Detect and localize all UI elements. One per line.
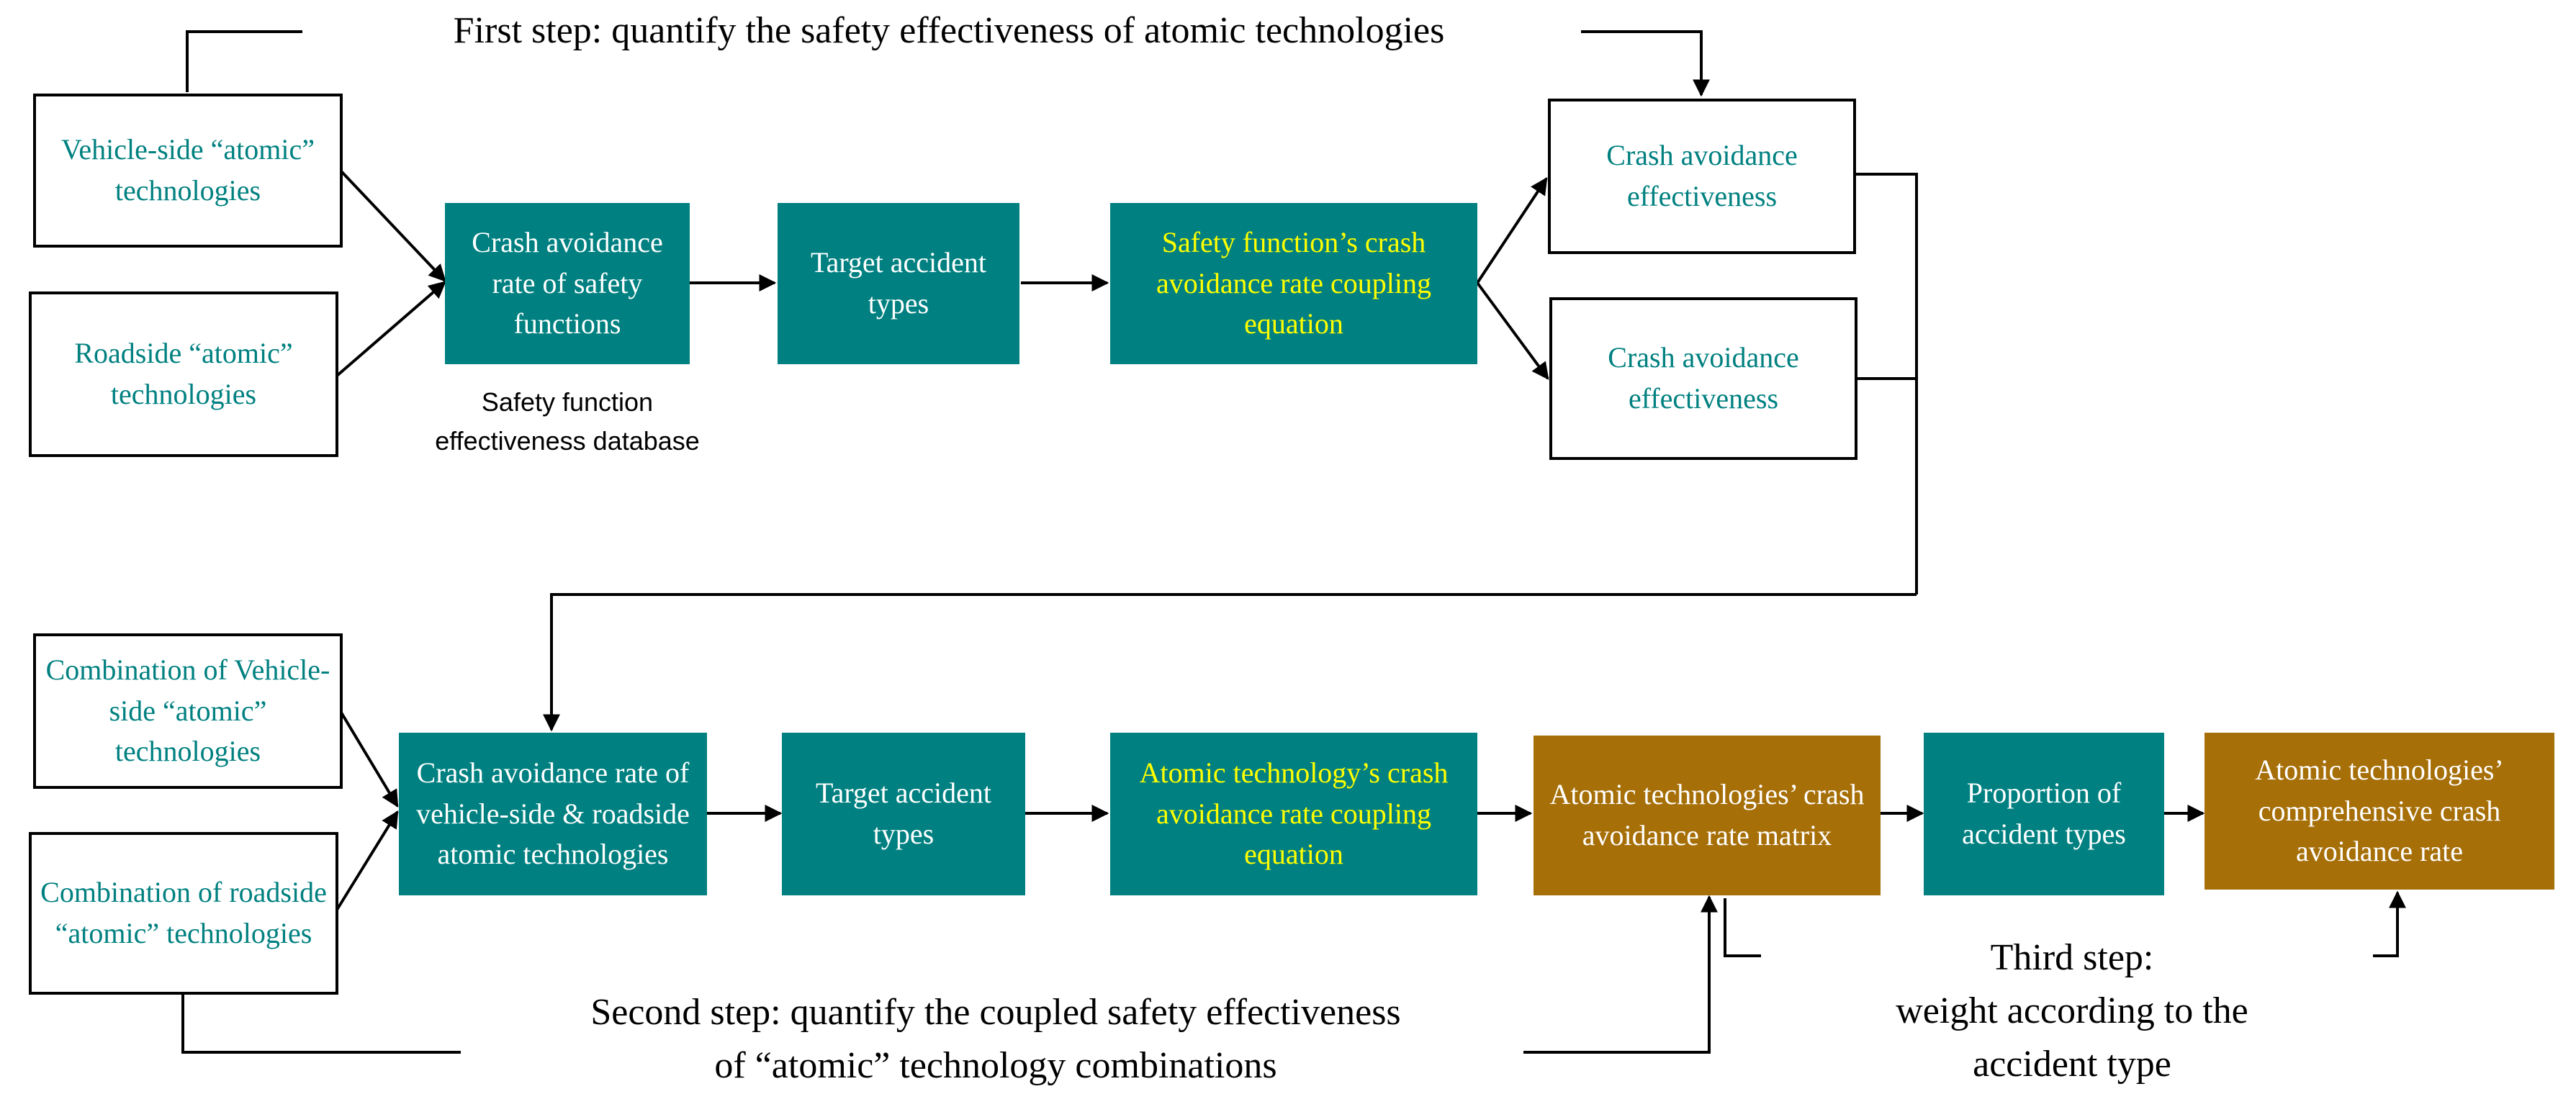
roadside-technologies-box: Roadside “atomic” technologies [29,291,338,457]
crash-avoidance-effectiveness-box-b: Crash avoidance effectiveness [1549,297,1857,460]
combination-roadside-box: Combination of roadside “atomic” technol… [29,832,338,995]
step2-bracket-line [181,995,461,1054]
step3-label-line3: accident type [1771,1038,2373,1091]
target-accident-types-box-2: Target accident types [782,733,1025,895]
safety-function-rate-box: Crash avoidance rate of safety functions [445,203,690,364]
arrow-roadside-to-rate [335,281,446,377]
step3-label-line1: Third step: [1771,931,2373,985]
step2-label-line1: Second step: quantify the coupled safety… [468,986,1523,1039]
arrow-combo-roadside-to-combined [335,810,399,911]
crash-avoidance-effectiveness-text-a: Crash avoidance effectiveness [1606,139,1798,212]
atomic-coupling-equation-text: Atomic technology’s crash avoidance rate… [1139,756,1449,871]
proportion-of-accident-types-text: Proportion of accident types [1962,777,2126,850]
combination-roadside-text: Combination of roadside “atomic” technol… [40,876,327,949]
safety-function-coupling-equation-box: Safety function’s crash avoidance rate c… [1110,203,1477,364]
crash-avoidance-rate-matrix-text: Atomic technologies’ crash avoidance rat… [1549,778,1865,851]
line-effectiveness-a-out [1855,173,1918,595]
crash-avoidance-rate-matrix-box: Atomic technologies’ crash avoidance rat… [1534,736,1881,895]
step3-label-line2: weight according to the [1771,985,2373,1038]
step3-bracket-line [1724,898,1761,957]
crash-avoidance-effectiveness-text-b: Crash avoidance effectiveness [1608,341,1799,415]
vehicle-side-technologies-box: Vehicle-side “atomic” technologies [33,94,343,248]
target-accident-types-text-2: Target accident types [815,777,992,850]
step1-label: First step: quantify the safety effectiv… [317,4,1581,58]
arrow-vehicle-to-rate [340,170,446,282]
target-accident-types-text: Target accident types [810,246,987,320]
step1-bracket-line [186,30,302,92]
arrow-feedback-to-combined [543,593,1917,732]
step2-label-line2: of “atomic” technology combinations [468,1039,1523,1093]
target-accident-types-box: Target accident types [778,203,1019,364]
combined-crash-avoidance-rate-text: Crash avoidance rate of vehicle-side & r… [416,756,690,871]
comprehensive-crash-avoidance-rate-text: Atomic technologies’ comprehensive crash… [2255,753,2504,868]
combination-vehicle-side-text: Combination of Vehicle-side “atomic” tec… [45,653,330,768]
vehicle-side-technologies-text: Vehicle-side “atomic” technologies [60,133,315,207]
combination-vehicle-side-box: Combination of Vehicle-side “atomic” tec… [33,633,343,789]
step1-bracket-arrow [1570,30,1710,97]
arrow-equation-to-effectiveness-a [1476,176,1548,284]
arrow-equation-to-effectiveness-b [1476,281,1549,380]
crash-avoidance-effectiveness-box-a: Crash avoidance effectiveness [1548,99,1856,254]
step2-bracket-arrow [1505,895,1718,1054]
roadside-technologies-text: Roadside “atomic” technologies [74,337,293,410]
atomic-coupling-equation-box: Atomic technology’s crash avoidance rate… [1110,733,1477,895]
safety-function-coupling-equation-text: Safety function’s crash avoidance rate c… [1156,225,1432,340]
safety-function-database-label: Safety function effectiveness database [435,387,700,456]
safety-function-rate-text: Crash avoidance rate of safety functions [472,225,663,340]
arrow-combo-vehicle-to-combined [340,711,399,808]
proportion-of-accident-types-box: Proportion of accident types [1924,733,2164,895]
combined-crash-avoidance-rate-box: Crash avoidance rate of vehicle-side & r… [399,733,707,895]
comprehensive-crash-avoidance-rate-box: Atomic technologies’ comprehensive crash… [2205,733,2554,890]
